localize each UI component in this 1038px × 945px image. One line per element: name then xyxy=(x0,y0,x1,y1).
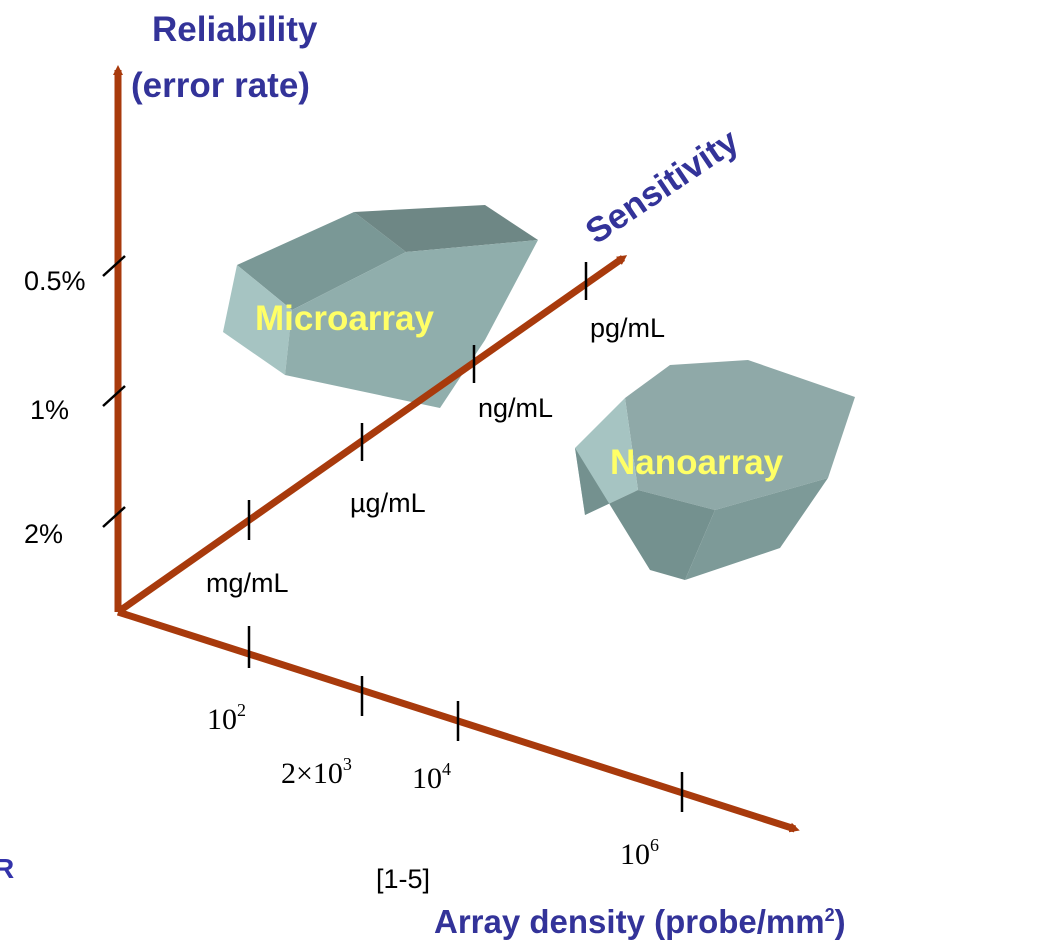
tick-reliability-2 xyxy=(102,385,126,407)
reliability-tick-1: 1% xyxy=(30,395,69,425)
density-tick-1e2: 102 xyxy=(207,700,246,736)
tick-reliability-3 xyxy=(102,506,126,528)
density-tick-1e4: 104 xyxy=(412,759,451,795)
sensitivity-tick-ng: ng/mL xyxy=(478,393,553,423)
density-tick-1e6: 106 xyxy=(620,835,659,871)
tick-marks xyxy=(102,255,684,812)
reliability-axis-title: Reliability (error rate) xyxy=(131,10,327,105)
reliability-tick-0.5: 0.5% xyxy=(24,266,86,296)
microarray-label: Microarray xyxy=(255,299,435,338)
density-axis-title: Array density (probe/mm2) xyxy=(434,903,846,940)
sensitivity-tick-ug: µg/mL xyxy=(350,488,426,518)
density-range-label: [1-5] xyxy=(376,864,430,894)
nanoarray-shape xyxy=(575,360,855,580)
sensitivity-axis xyxy=(115,255,628,615)
microarray-shape xyxy=(223,205,538,408)
nanoarray-label: Nanoarray xyxy=(610,443,784,482)
sensitivity-axis-title: Sensitivity xyxy=(579,121,746,252)
edge-fragment-text: R xyxy=(0,853,14,884)
sensitivity-tick-pg: pg/mL xyxy=(590,313,665,343)
sensitivity-tick-mg: mg/mL xyxy=(206,568,289,598)
tick-reliability-1 xyxy=(102,255,126,277)
density-tick-2e3: 2×103 xyxy=(281,754,352,790)
reliability-tick-2: 2% xyxy=(24,519,63,549)
